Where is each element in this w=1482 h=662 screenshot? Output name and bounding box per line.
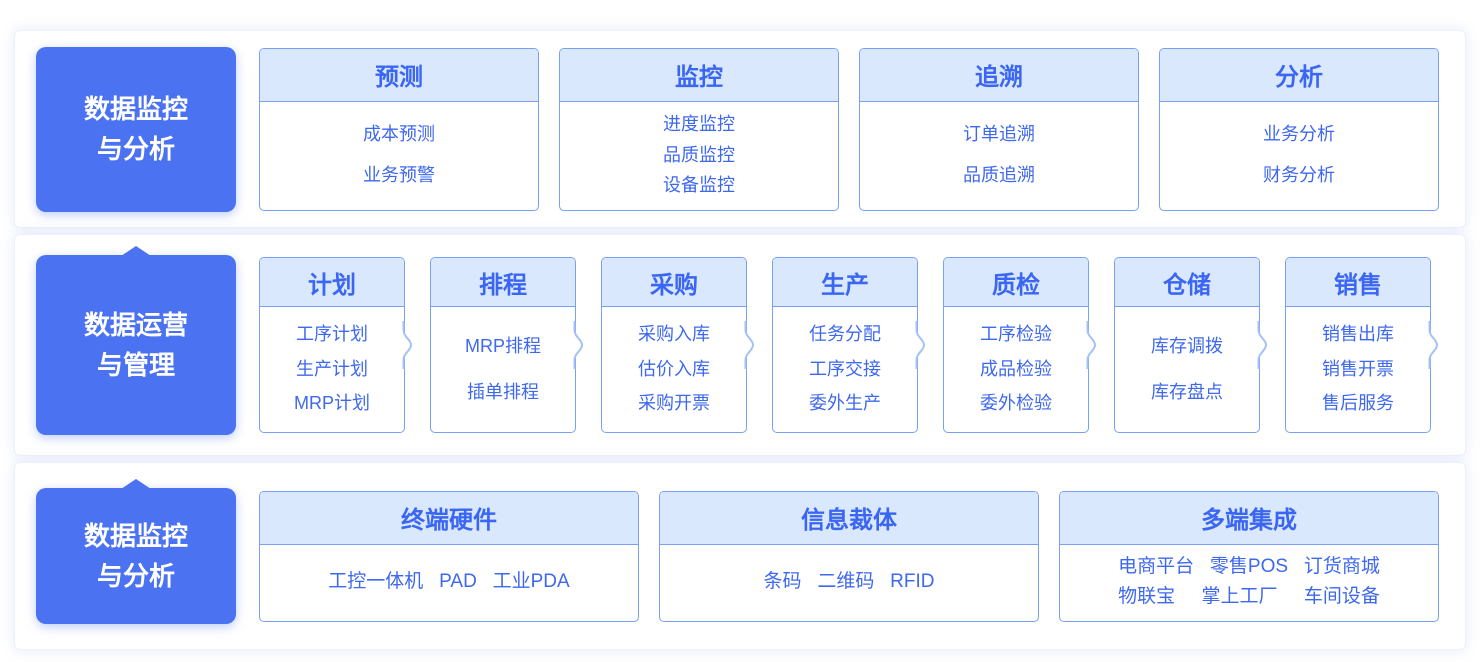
card-item: 成品检验 [980,358,1052,379]
band-row-1: 数据监控 与分析 预测 成本预测业务预警 监控 进度监控品质监控设备监控 追溯 … [14,30,1466,228]
card-body: MRP排程插单排程 [431,307,575,432]
card-title: 预测 [260,48,538,102]
card-title: 排程 [431,258,575,307]
card-item: 采购开票 [638,393,710,414]
flow-caret-icon [121,246,151,256]
card-item: 委外生产 [809,393,881,414]
card-item: 品质追溯 [963,164,1035,185]
card-item: 估价入库 [638,358,710,379]
card-body: 采购入库估价入库采购开票 [602,307,746,432]
feature-card: 排程 MRP排程插单排程 [430,257,583,433]
card-item: 采购入库 [638,324,710,345]
card-item: 进度监控 [663,114,735,135]
feature-card: 采购 采购入库估价入库采购开票 [601,257,754,433]
card-body: 工序检验成品检验委外检验 [944,307,1088,432]
card-title: 生产 [773,258,917,307]
card-item: 财务分析 [1263,164,1335,185]
card-item: 委外检验 [980,393,1052,414]
feature-card: 仓储 库存调拨库存盘点 [1114,257,1267,433]
card-body: 成本预测业务预警 [260,102,538,210]
feature-card: 分析 业务分析财务分析 [1159,47,1439,211]
card-title: 质检 [944,258,1088,307]
card-item: 条码 二维码 RFID [763,571,935,593]
card-list: 终端硬件 工控一体机 PAD 工业PDA 信息裁体 条码 二维码 RFID 多端… [259,490,1439,622]
card-body: 进度监控品质监控设备监控 [560,102,838,210]
category-label-line2: 与分析 [96,134,175,164]
card-item: 库存调拨 [1151,335,1223,356]
feature-card: 质检 工序检验成品检验委外检验 [943,257,1096,433]
card-item: 物联宝 掌上工厂 车间设备 [1118,586,1380,608]
feature-card: 终端硬件 工控一体机 PAD 工业PDA [259,490,639,622]
card-item: 销售开票 [1322,358,1394,379]
card-item: 业务分析 [1263,124,1335,145]
card-item: 售后服务 [1322,393,1394,414]
card-item: 工序计划 [296,324,368,345]
card-list: 计划 工序计划生产计划 MRP计划 排程 MRP排程插单排程 采购 采购入库估价入… [259,257,1438,433]
card-body: 工控一体机 PAD 工业PDA [260,545,638,621]
feature-card: 计划 工序计划生产计划 MRP计划 [259,257,412,433]
card-item: 品质监控 [663,144,735,165]
category-label-line1: 数据监控 [83,93,188,124]
category-label-line2: 与管理 [96,350,175,380]
card-item: 电商平台 零售POS 订货商城 [1118,555,1380,577]
feature-card: 销售 销售出库销售开票售后服务 [1285,257,1438,433]
category-label-line2: 与分析 [96,561,175,591]
card-body: 条码 二维码 RFID [660,545,1038,621]
card-item: 订单追溯 [963,124,1035,145]
category-box-monitor-analysis-bottom: 数据监控 与分析 [36,479,236,624]
card-title: 仓储 [1115,258,1259,307]
feature-card: 生产 任务分配工序交接委外生产 [772,257,925,433]
card-body: 订单追溯品质追溯 [860,102,1138,210]
flow-caret-icon [121,479,151,489]
category-box-monitor-analysis: 数据监控 与分析 [36,46,236,212]
card-title: 计划 [260,258,404,307]
feature-card: 多端集成 电商平台 零售POS 订货商城物联宝 掌上工厂 车间设备 [1059,490,1439,622]
card-title: 追溯 [860,48,1138,102]
card-item: 工控一体机 PAD 工业PDA [328,571,570,593]
card-title: 终端硬件 [260,491,638,545]
card-item: MRP计划 [294,393,370,414]
band-row-2: 数据运营 与管理 计划 工序计划生产计划 MRP计划 排程 MRP排程插单排程 采… [14,234,1466,456]
card-list: 预测 成本预测业务预警 监控 进度监控品质监控设备监控 追溯 订单追溯品质追溯 … [259,47,1439,211]
feature-card: 预测 成本预测业务预警 [259,47,539,211]
card-body: 库存调拨库存盘点 [1115,307,1259,432]
card-title: 监控 [560,48,838,102]
feature-card: 监控 进度监控品质监控设备监控 [559,47,839,211]
category-box-operations-management: 数据运营 与管理 [36,246,236,435]
feature-card: 追溯 订单追溯品质追溯 [859,47,1139,211]
category-label-line1: 数据运营 [83,309,188,340]
card-body: 工序计划生产计划 MRP计划 [260,307,404,432]
card-body: 电商平台 零售POS 订货商城物联宝 掌上工厂 车间设备 [1060,545,1438,621]
card-item: 插单排程 [467,381,539,402]
band-row-3: 数据监控 与分析 终端硬件 工控一体机 PAD 工业PDA 信息裁体 条码 二维… [14,462,1466,650]
card-item: 库存盘点 [1151,381,1223,402]
card-item: 工序交接 [809,358,881,379]
card-title: 销售 [1286,258,1430,307]
card-item: 设备监控 [663,175,735,196]
card-body: 任务分配工序交接委外生产 [773,307,917,432]
card-title: 信息裁体 [660,491,1038,545]
card-title: 多端集成 [1060,491,1438,545]
card-body: 业务分析财务分析 [1160,102,1438,210]
card-item: 业务预警 [363,164,435,185]
feature-card: 信息裁体 条码 二维码 RFID [659,490,1039,622]
card-body: 销售出库销售开票售后服务 [1286,307,1430,432]
card-item: MRP排程 [465,335,541,356]
card-item: 销售出库 [1322,324,1394,345]
card-item: 任务分配 [809,324,881,345]
category-label-line1: 数据监控 [83,520,188,551]
card-item: 成本预测 [363,124,435,145]
card-title: 分析 [1160,48,1438,102]
card-item: 生产计划 [296,358,368,379]
card-title: 采购 [602,258,746,307]
card-item: 工序检验 [980,324,1052,345]
